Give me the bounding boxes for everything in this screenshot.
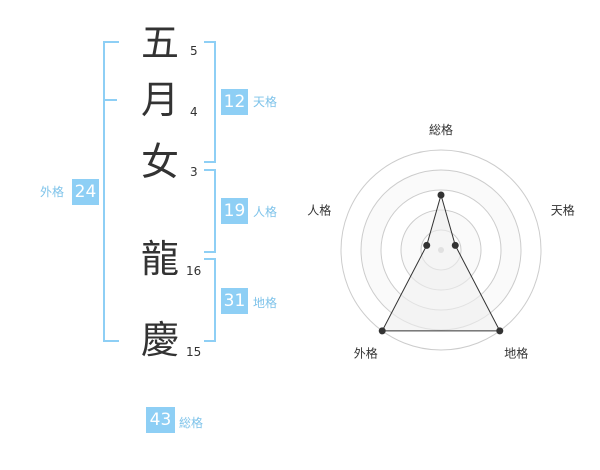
radar-polygon (381, 193, 501, 332)
tenkaku-label: 天格 (253, 95, 278, 109)
stroke-count-1: 5 (190, 44, 198, 58)
kanji-char-5: 慶 (140, 318, 179, 362)
chikaku-label: 地格 (253, 296, 278, 310)
gaikaku-label: 外格 (40, 185, 65, 199)
chikaku-badge: 31 (221, 288, 248, 314)
radar-axis-label: 人格 (307, 202, 331, 217)
radar-point (423, 241, 431, 249)
radar-point (496, 327, 504, 335)
soukaku-label: 総格 (179, 416, 204, 430)
kanji-char-3: 女 (140, 140, 179, 184)
tenkaku-badge: 12 (221, 89, 248, 115)
stroke-count-5: 15 (186, 345, 202, 359)
radar-axis-label: 天格 (551, 202, 575, 217)
jinkaku-label: 人格 (253, 205, 278, 219)
radar-point (378, 327, 386, 335)
jinkaku-badge: 19 (221, 198, 248, 224)
radar-point (437, 191, 445, 199)
kanji-char-2: 月 (140, 78, 179, 122)
radar-point (451, 241, 459, 249)
stroke-count-3: 3 (190, 165, 198, 179)
kanji-char-4: 龍 (140, 237, 179, 281)
chikaku-bracket (204, 258, 216, 342)
soukaku-badge: 43 (146, 407, 175, 433)
tenkaku-bracket (204, 41, 216, 163)
gaikaku-bracket-mid (105, 99, 117, 101)
stroke-count-2: 4 (190, 105, 198, 119)
radar-axis-label: 外格 (354, 346, 378, 361)
gaikaku-bracket (103, 41, 119, 342)
radar-axis-label: 総格 (429, 122, 453, 137)
jinkaku-bracket (204, 169, 216, 253)
kanji-char-1: 五 (140, 21, 179, 65)
radar-axis-label: 地格 (504, 346, 528, 361)
gaikaku-badge: 24 (72, 179, 99, 205)
stroke-count-4: 16 (186, 264, 202, 278)
